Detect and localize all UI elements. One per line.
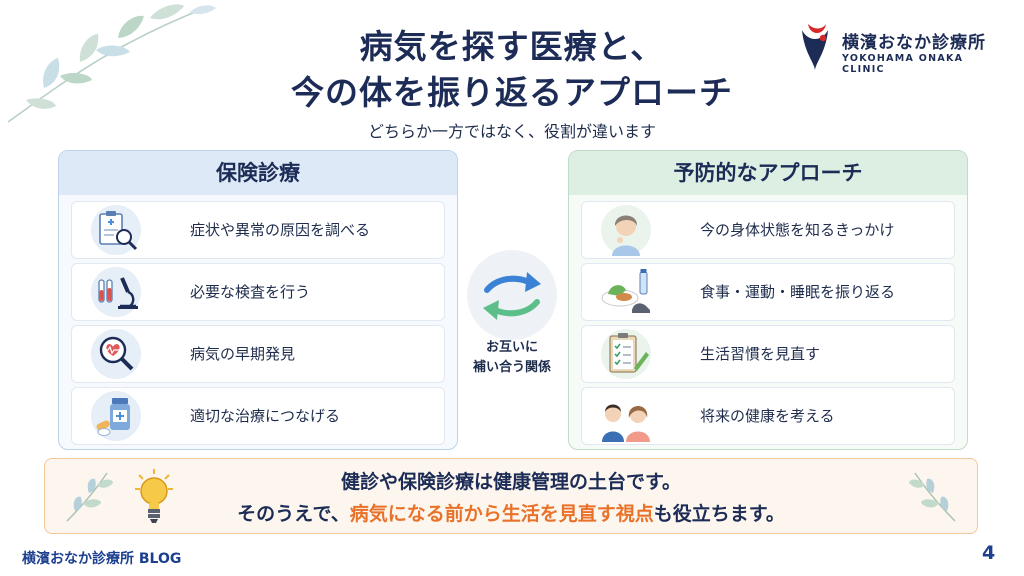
- clinic-logo: 横濱おなか診療所 YOKOHAMA ONAKA CLINIC: [796, 20, 1006, 76]
- test-tubes-microscope-icon: [91, 267, 141, 317]
- list-item-label: 食事・運動・睡眠を振り返る: [700, 283, 896, 301]
- sprig-right-icon: [909, 472, 956, 522]
- list-item-label: 今の身体状態を知るきっかけ: [700, 221, 895, 239]
- list-item: 将来の健康を考える: [581, 387, 955, 445]
- list-item: 症状や異常の原因を調べる: [71, 201, 445, 259]
- preventive-approach-heading: 予防的なアプローチ: [569, 151, 967, 195]
- preventive-approach-panel: 予防的なアプローチ 今の身体状態を知るきっかけ 食事・運動・睡眠を振り返る: [568, 150, 968, 450]
- insurance-care-panel: 保険診療 症状や異常の原因を調べる 必要な検査を行う: [58, 150, 458, 450]
- list-item: 病気の早期発見: [71, 325, 445, 383]
- checklist-pencil-icon: [601, 329, 651, 379]
- list-item-label: 生活習慣を見直す: [700, 345, 821, 363]
- exchange-arrows-icon: [483, 272, 541, 320]
- medicine-bottle-pills-icon: [91, 391, 141, 441]
- mutual-relationship-indicator: お互いに 補い合う関係: [460, 250, 564, 380]
- summary-line2: そのうえで、病気になる前から生活を見直す視点も役立ちます。: [145, 499, 877, 526]
- summary-highlight: 病気になる前から生活を見直す視点: [349, 503, 654, 525]
- list-item-label: 症状や異常の原因を調べる: [190, 221, 371, 239]
- page-title-line1: 病気を探す医療と、: [359, 27, 665, 66]
- footer-blog-brand: 横濱おなか診療所 BLOG: [22, 551, 182, 567]
- list-item-label: 病気の早期発見: [190, 345, 296, 363]
- page-title-line2: 今の体を振り返るアプローチ: [291, 73, 733, 112]
- list-item: 生活習慣を見直す: [581, 325, 955, 383]
- summary-line2-pre: そのうえで、: [237, 503, 350, 525]
- leaf-decoration-icon: [7, 4, 216, 123]
- heart-magnifier-icon: [91, 329, 141, 379]
- clinic-logo-mark-icon: [802, 24, 828, 70]
- summary-box: 健診や保険診療は健康管理の土台です。 そのうえで、病気になる前から生活を見直す視…: [44, 458, 978, 534]
- list-item-label: 適切な治療につなげる: [190, 407, 341, 425]
- thinking-woman-icon: [601, 205, 651, 256]
- sprig-left-icon: [66, 472, 113, 522]
- summary-line2-post: も役立ちます。: [653, 503, 785, 525]
- page-number: 4: [982, 542, 996, 564]
- couple-icon: [602, 404, 650, 442]
- summary-line1: 健診や保険診療は健康管理の土台です。: [340, 471, 682, 493]
- list-item: 食事・運動・睡眠を振り返る: [581, 263, 955, 321]
- insurance-care-heading: 保険診療: [59, 151, 457, 195]
- meal-water-sneaker-icon: [601, 269, 650, 313]
- clipboard-magnifier-icon: [91, 205, 141, 255]
- list-item: 今の身体状態を知るきっかけ: [581, 201, 955, 259]
- list-item: 必要な検査を行う: [71, 263, 445, 321]
- clinic-logo-name-jp: 横濱おなか診療所: [842, 33, 986, 53]
- lightbulb-icon: [135, 469, 173, 523]
- list-item: 適切な治療につなげる: [71, 387, 445, 445]
- list-item-label: 必要な検査を行う: [190, 283, 311, 301]
- mutual-arrows-badge: [467, 250, 557, 340]
- page-subtitle: どちらか一方ではなく、役割が違います: [367, 122, 656, 141]
- mutual-relationship-line2: 補い合う関係: [472, 360, 551, 375]
- list-item-label: 将来の健康を考える: [700, 407, 835, 425]
- mutual-relationship-label: お互いに 補い合う関係: [460, 338, 564, 378]
- mutual-relationship-line1: お互いに: [485, 340, 538, 355]
- clinic-logo-name-en: YOKOHAMA ONAKA CLINIC: [842, 53, 964, 75]
